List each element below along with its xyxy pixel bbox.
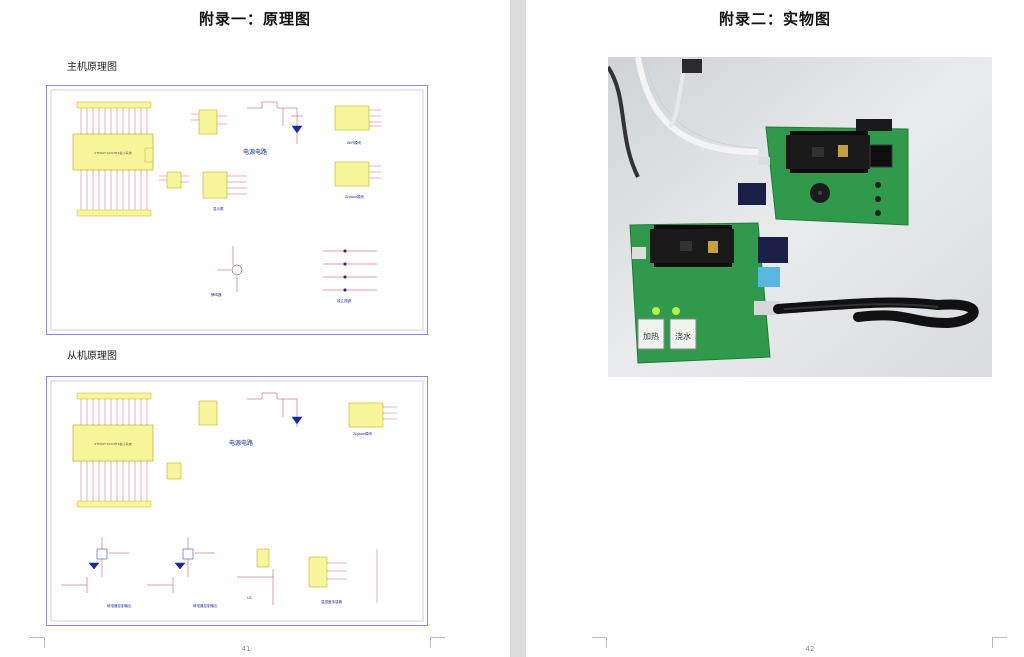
svg-text:独立按键: 独立按键 — [337, 298, 351, 303]
zigbee-module-block: Zigbee模块 — [348, 402, 397, 436]
master-schematic-drawing: STM32F103C8T6最小系统 电源电路 — [50, 89, 424, 331]
usb-connector-block — [191, 109, 227, 135]
master-schematic: STM32F103C8T6最小系统 电源电路 — [46, 85, 428, 335]
zigbee-module-block: Zigbee模块 — [334, 161, 381, 199]
power-circuit — [247, 101, 303, 144]
slave-schematic-drawing: STM32F103C8T6最小系统 电源电路 Zigbee模块 — [50, 380, 424, 622]
svg-text:STM32F103C8T6最小系统: STM32F103C8T6最小系统 — [94, 150, 131, 155]
svg-text:U2: U2 — [247, 596, 252, 600]
ch340-block — [159, 171, 189, 189]
page-41: 附录一：原理图 主机原理图 STM32F103C8T6最小系统 — [0, 0, 510, 657]
svg-text:WiFi模块: WiFi模块 — [347, 140, 362, 145]
usb-connector-block — [198, 400, 218, 426]
page-title: 附录二：实物图 — [718, 10, 831, 28]
svg-text:Zigbee模块: Zigbee模块 — [345, 194, 365, 199]
slave-schematic: STM32F103C8T6最小系统 电源电路 Zigbee模块 — [46, 376, 428, 626]
crop-mark — [430, 637, 445, 648]
mcu-block: STM32F103C8T6最小系统 — [72, 392, 154, 508]
crop-mark — [992, 637, 1007, 648]
label-heat: 加热 — [643, 331, 659, 341]
master-board — [738, 119, 909, 226]
power-circuit — [247, 392, 303, 427]
usb-port — [758, 157, 770, 165]
svg-text:继电器控制输出: 继电器控制输出 — [193, 603, 218, 608]
usb-port — [754, 301, 780, 315]
connector-plug — [682, 59, 702, 73]
relay-heat — [637, 318, 665, 350]
page-title: 附录一：原理图 — [198, 10, 311, 28]
led-green — [652, 307, 660, 315]
relay-circuit-2 — [147, 537, 215, 593]
mcu-board — [786, 135, 870, 169]
hardware-photo: 加热 浇水 — [608, 57, 992, 377]
led-green — [672, 307, 680, 315]
ch340-block — [166, 462, 182, 480]
power-port — [632, 247, 646, 259]
page-42: 附录二：实物图 — [526, 0, 1024, 657]
page-number: 41 — [241, 645, 251, 653]
temp-humidity-sensor-block: 温湿度传感器 — [308, 549, 378, 604]
power-circuit-label: 电源电路 — [229, 439, 253, 447]
label-water: 浇水 — [675, 331, 691, 341]
svg-text:继电器控制输出: 继电器控制输出 — [107, 603, 132, 608]
svg-text:Zigbee模块: Zigbee模块 — [353, 431, 373, 436]
relay-water — [669, 318, 697, 350]
svg-text:STM32F103C8T6最小系统: STM32F103C8T6最小系统 — [94, 441, 131, 446]
svg-text:蜂鸣器: 蜂鸣器 — [211, 292, 222, 297]
oled-display — [869, 144, 893, 168]
master-schematic-heading: 主机原理图 — [67, 62, 117, 73]
crop-mark — [592, 637, 607, 648]
relay-circuit-1 — [61, 537, 129, 593]
svg-text:显示屏: 显示屏 — [213, 207, 224, 211]
keys-circuit — [323, 249, 377, 292]
display-block: 显示屏 — [202, 171, 247, 211]
page-number: 42 — [805, 645, 815, 653]
slave-board: 加热 浇水 — [629, 222, 788, 364]
mcu-block: STM32F103C8T6最小系统 — [72, 101, 154, 217]
zigbee-module — [758, 237, 788, 263]
wifi-module — [738, 183, 766, 205]
wifi-module-block: WiFi模块 — [334, 105, 381, 145]
display-connector — [856, 119, 892, 131]
slave-schematic-heading: 从机原理图 — [67, 351, 117, 362]
crop-mark — [30, 637, 45, 648]
page-gap — [510, 0, 526, 657]
svg-text:温湿度传感器: 温湿度传感器 — [321, 599, 342, 604]
u2-block: U2 — [237, 548, 274, 605]
usb-lamp — [773, 297, 979, 329]
black-cable — [608, 65, 640, 178]
dht11-sensor — [758, 267, 780, 287]
power-circuit-label: 电源电路 — [243, 148, 267, 156]
buzzer-circuit — [217, 246, 243, 292]
hardware-photo-drawing: 加热 浇水 — [608, 57, 992, 377]
